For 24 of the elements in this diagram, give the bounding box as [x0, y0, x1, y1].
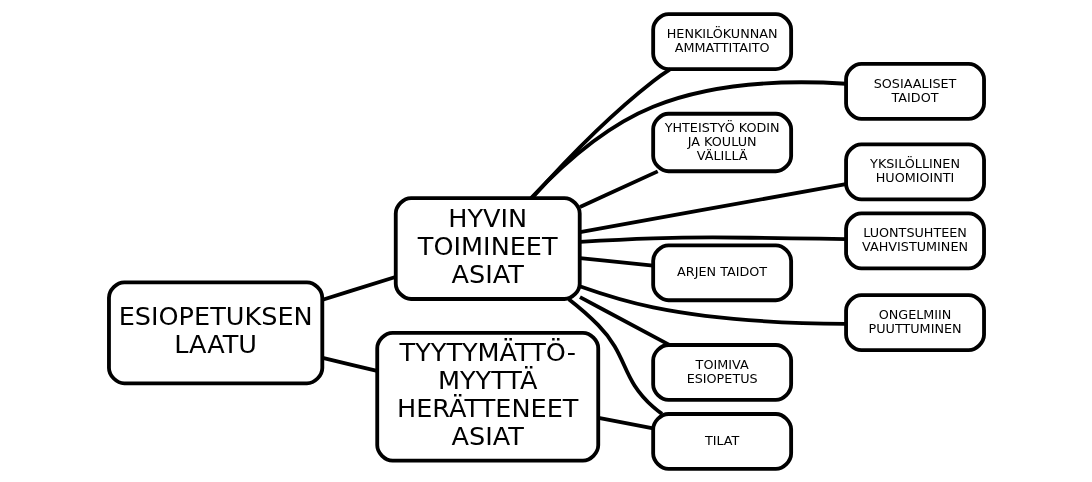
node-box: HENKILÖKUNNAN AMMATTITAITO — [650, 11, 793, 71]
connector — [529, 79, 846, 199]
connector — [579, 234, 846, 244]
node-box: SOSIAALISET TAIDOT — [843, 61, 986, 121]
node-box: ONGELMIIN PUUTTUMINEN — [843, 292, 986, 352]
connector — [578, 294, 670, 347]
node-box: TOIMIVA ESIOPETUS — [650, 342, 793, 402]
node-box: YKSILÖLLINEN HUOMIOINTI — [843, 142, 986, 201]
connector — [321, 274, 396, 302]
node-box: TYYTYMÄTTÖ- MYYTTÄ HERÄTTENEET ASIAT — [374, 330, 600, 462]
node-box: LUONTSUHTEEN VAHVISTUMINEN — [843, 211, 986, 270]
connector — [579, 181, 846, 234]
node-box: ARJEN TAIDOT — [650, 242, 793, 302]
connector — [597, 415, 654, 430]
node-box: YHTEISTYÖ KODIN JA KOULUN VÄLILLÄ — [650, 111, 793, 173]
node-box: HYVIN TOIMINEET ASIAT — [393, 195, 582, 301]
connector — [321, 355, 377, 373]
connector — [579, 255, 653, 268]
node-box: TILAT — [650, 411, 793, 471]
connector — [567, 297, 663, 415]
connector — [578, 169, 658, 209]
node-box: ESIOPETUKSEN LAATU — [106, 279, 324, 385]
connector — [530, 67, 671, 199]
connector — [578, 283, 846, 326]
